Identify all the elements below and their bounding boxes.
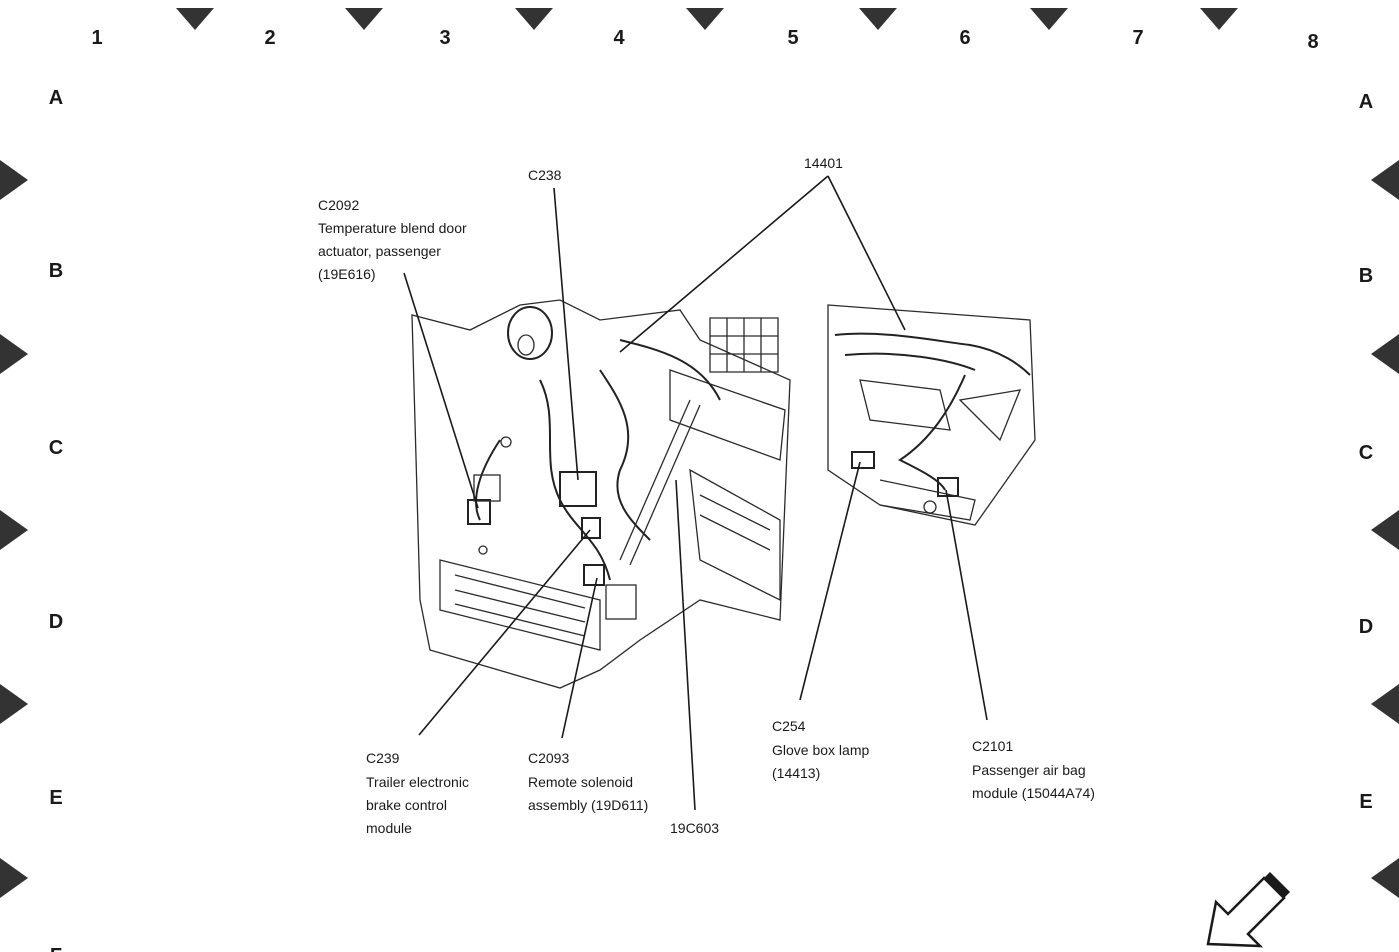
row-label: D <box>49 611 63 633</box>
column-labels: 1 2 3 4 5 6 7 8 <box>91 27 1318 53</box>
callout-description: Trailer electronic <box>366 774 469 790</box>
connector-c254-body <box>851 451 875 469</box>
row-labels-right: A B C D E <box>1359 91 1373 813</box>
vent-grid <box>709 317 779 373</box>
column-label: 2 <box>264 27 275 49</box>
callout-code: C2093 <box>528 750 569 766</box>
callout-description: Passenger air bag <box>972 762 1086 778</box>
right-border-markers <box>1371 160 1399 898</box>
row-label: C <box>49 437 63 459</box>
callout-19c603: 19C603 <box>670 820 719 836</box>
row-label: D <box>1359 616 1373 638</box>
row-label: C <box>1359 442 1373 464</box>
left-border-markers <box>0 160 28 898</box>
callout-description: actuator, passenger <box>318 243 441 259</box>
callout-c254: C254 Glove box lamp (14413) <box>772 718 869 781</box>
row-label: A <box>1359 91 1373 113</box>
callout-c2093: C2093 Remote solenoid assembly (19D611) <box>528 750 648 813</box>
leader-lines <box>403 175 988 811</box>
row-label: B <box>1359 265 1373 287</box>
row-label: F <box>50 945 62 952</box>
callout-code: C2092 <box>318 197 359 213</box>
row-labels-left: A B C D E F <box>49 87 63 952</box>
callout-description: assembly (19D611) <box>528 797 648 813</box>
connector-c2101-body <box>937 477 959 497</box>
front-direction-arrow-icon <box>1206 872 1290 948</box>
column-label: 4 <box>613 27 625 49</box>
callout-description: module (15044A74) <box>972 785 1095 801</box>
callout-code: C254 <box>772 718 806 734</box>
callout-description: module <box>366 820 412 836</box>
remote-solenoid-body <box>605 584 637 620</box>
row-label: E <box>49 787 62 809</box>
column-label: 5 <box>787 27 798 49</box>
callout-c2092: C2092 Temperature blend door actuator, p… <box>318 197 467 282</box>
callout-code: C2101 <box>972 738 1013 754</box>
column-label: 3 <box>439 27 450 49</box>
callout-description: (19E616) <box>318 266 376 282</box>
callout-code: C239 <box>366 750 400 766</box>
callout-14401: 14401 <box>804 155 843 171</box>
callout-description: brake control <box>366 797 447 813</box>
connector-c239-body <box>581 517 601 539</box>
hvac-module-illustration <box>411 299 791 689</box>
connector-c2093-body <box>583 564 605 586</box>
row-label: A <box>49 87 63 109</box>
glove-box-illustration <box>827 304 1036 526</box>
callout-description: Temperature blend door <box>318 220 467 236</box>
callout-description: Remote solenoid <box>528 774 633 790</box>
top-border-markers <box>176 8 1238 30</box>
connector-c2092-body <box>467 499 491 525</box>
callout-description: (14413) <box>772 765 820 781</box>
callout-c2101: C2101 Passenger air bag module (15044A74… <box>972 738 1095 801</box>
column-label: 8 <box>1307 31 1318 53</box>
callout-c238: C238 <box>528 167 562 183</box>
callout-c239: C239 Trailer electronic brake control mo… <box>366 750 469 836</box>
callout-description: Glove box lamp <box>772 742 869 758</box>
column-label: 6 <box>959 27 970 49</box>
row-label: B <box>49 260 63 282</box>
column-label: 1 <box>91 27 102 49</box>
column-label: 7 <box>1132 27 1143 49</box>
row-label: E <box>1359 791 1372 813</box>
